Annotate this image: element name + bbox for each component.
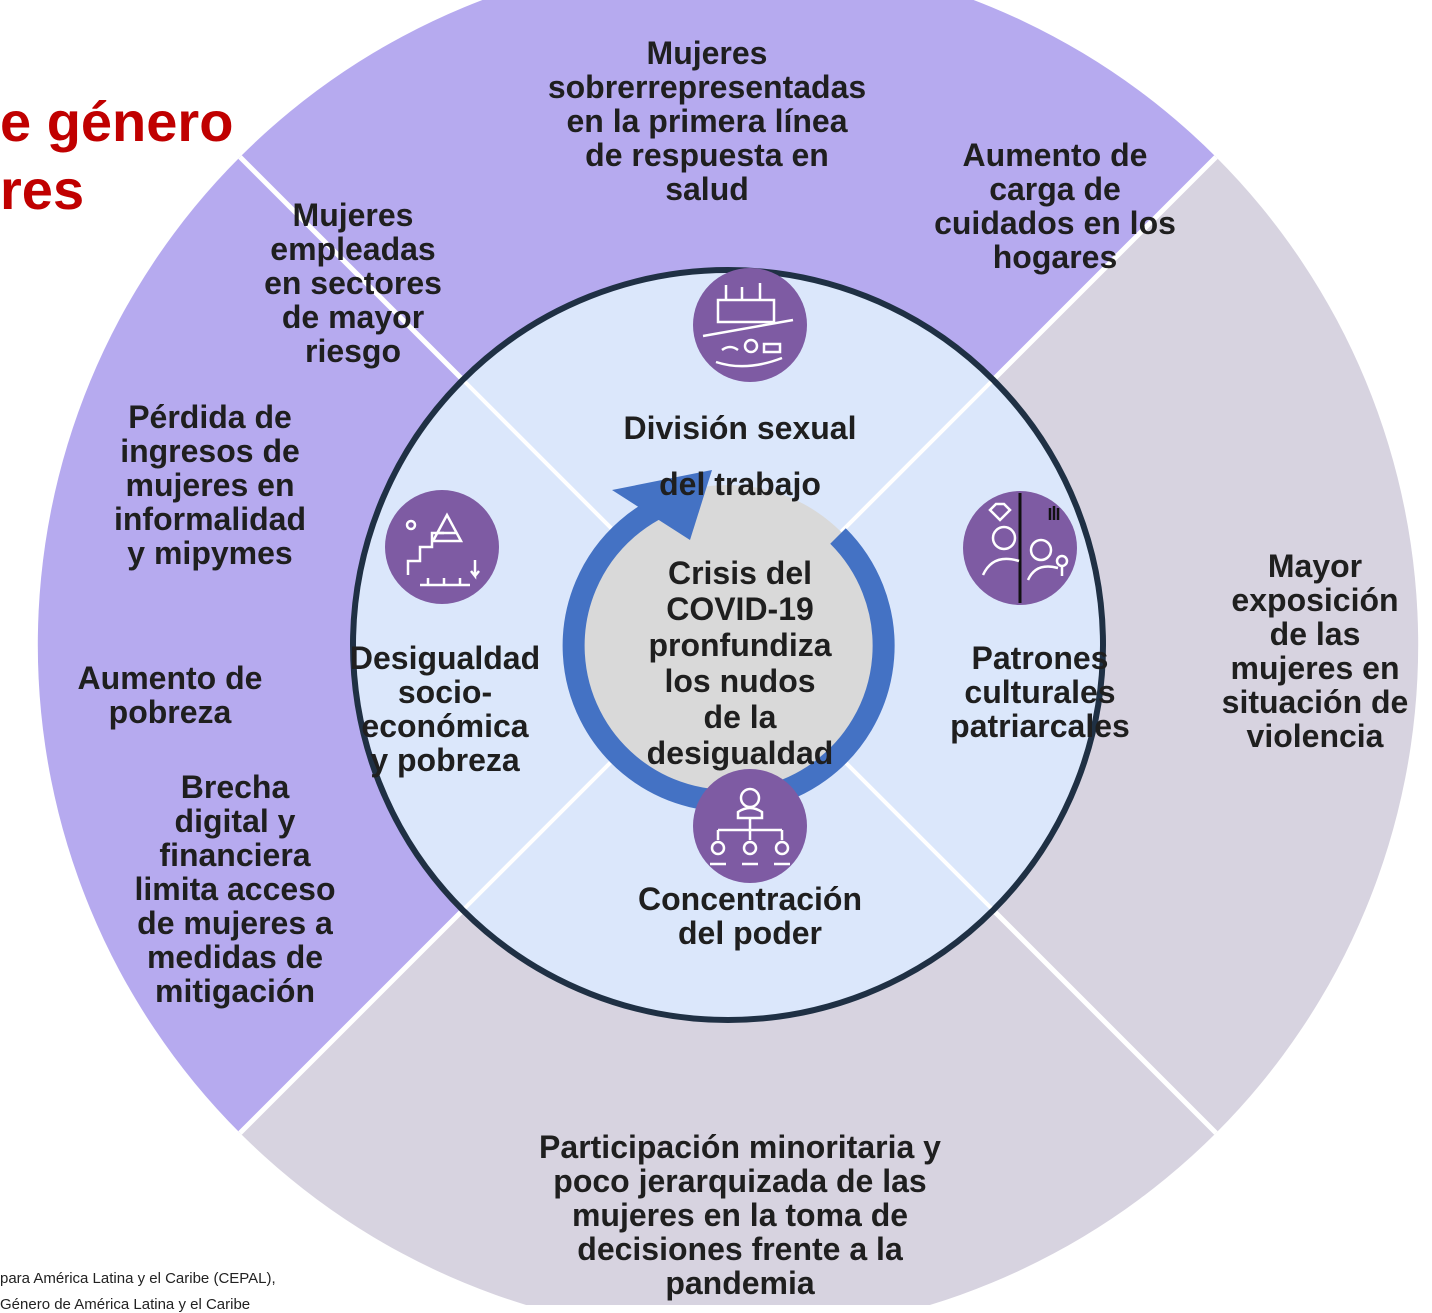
inner-label-left: Desigualdad socio- económica y pobreza bbox=[349, 640, 541, 778]
outer-label-top-right: Aumento de carga de cuidados en los hoga… bbox=[934, 137, 1176, 275]
center-label: Crisis del COVID-19 pronfundiza los nudo… bbox=[646, 555, 834, 771]
inner-label-right: Patrones culturales patriarcales bbox=[950, 640, 1130, 744]
outer-label-top-left: Mujeres empleadas en sectores de mayor r… bbox=[264, 197, 442, 369]
outer-label-bottom: Participación minoritaria y poco jerarqu… bbox=[539, 1129, 941, 1301]
title-line-2: res bbox=[0, 158, 85, 221]
stairs-inequality-icon bbox=[385, 490, 499, 604]
factory-care-icon bbox=[693, 268, 807, 382]
title-line-1: e género bbox=[0, 90, 234, 153]
hierarchy-power-icon bbox=[693, 769, 807, 883]
center-circle bbox=[568, 485, 888, 805]
outer-label-left-2: Aumento de pobreza bbox=[77, 660, 263, 730]
inner-label-top: División sexual del trabajo bbox=[623, 410, 857, 502]
inner-label-bottom: Concentración del poder bbox=[637, 881, 863, 951]
cultural-patterns-icon bbox=[963, 491, 1077, 605]
outer-label-left-3: Brecha digital y financiera limita acces… bbox=[134, 769, 336, 1009]
source-note-line-1: para América Latina y el Caribe (CEPAL), bbox=[0, 1270, 276, 1287]
outer-label-right: Mayor exposición de las mujeres en situa… bbox=[1221, 548, 1409, 754]
outer-label-left-1: Pérdida de ingresos de mujeres en inform… bbox=[113, 399, 306, 571]
cycle-arrow bbox=[562, 487, 895, 812]
cycle-arrowhead bbox=[612, 470, 712, 540]
outer-label-top: Mujeres sobrerrepresentadas en la primer… bbox=[547, 35, 867, 207]
